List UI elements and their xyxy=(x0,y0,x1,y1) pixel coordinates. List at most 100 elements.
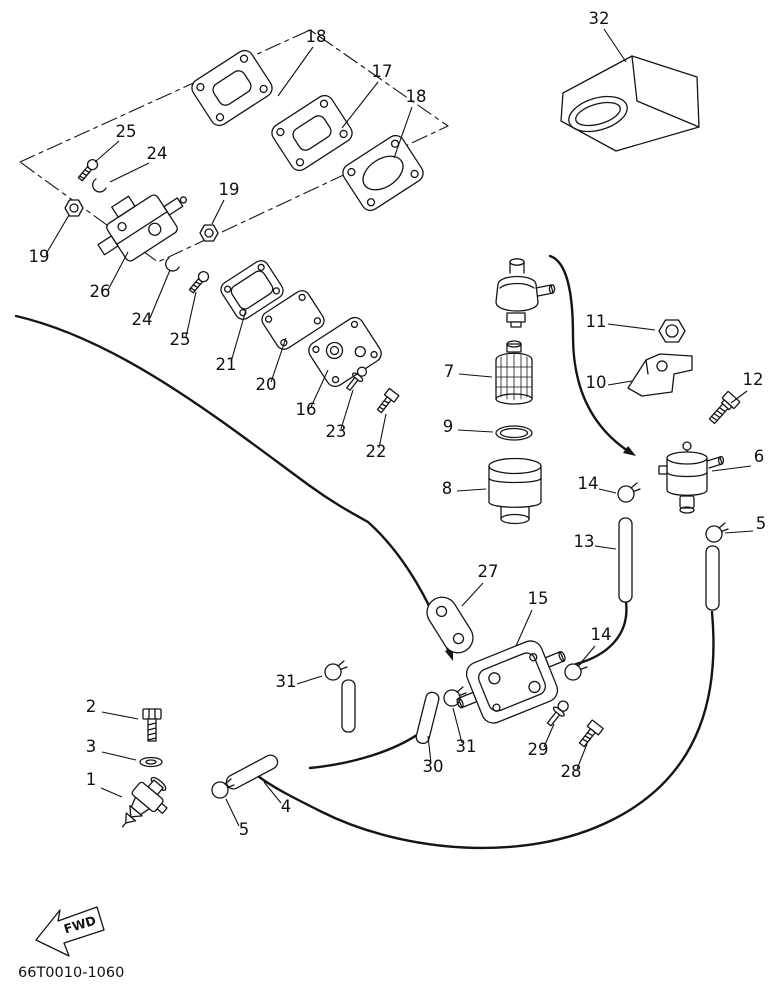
washer-3 xyxy=(139,756,163,768)
leader-line-27 xyxy=(461,582,484,607)
nut-19-right xyxy=(199,224,219,242)
leader-line-25 xyxy=(185,291,197,338)
leader-line-17 xyxy=(341,81,379,129)
leader-line-3 xyxy=(101,751,137,761)
drawing-number: 66T0010-1060 xyxy=(18,965,124,981)
leader-line-18 xyxy=(277,46,314,97)
hose-route-right xyxy=(548,254,630,453)
screw-25-upper xyxy=(77,158,99,182)
screw-23 xyxy=(346,366,368,391)
callout-29: 29 xyxy=(528,740,549,759)
leader-line-22 xyxy=(378,413,387,449)
leader-line-30 xyxy=(427,735,432,764)
leader-line-20 xyxy=(270,337,287,383)
hose-route-left xyxy=(14,314,370,524)
o-ring-9 xyxy=(495,425,533,441)
filter-housing-top xyxy=(495,258,556,328)
leader-line-32 xyxy=(603,28,627,63)
callout-21: 21 xyxy=(216,355,237,374)
leader-line-5 xyxy=(225,798,240,827)
callout-23: 23 xyxy=(326,422,347,441)
leader-line-24 xyxy=(109,162,150,183)
hose-route-bottom xyxy=(256,610,715,850)
callout-27: 27 xyxy=(478,562,499,581)
filter-assembly-6 xyxy=(658,441,725,514)
carburetor-body-26 xyxy=(97,194,188,262)
leader-line-16 xyxy=(310,369,329,408)
leader-line-18 xyxy=(393,106,413,159)
callout-31: 31 xyxy=(276,672,297,691)
bracket-10 xyxy=(627,353,693,397)
bolt-12 xyxy=(708,391,741,425)
callout-10: 10 xyxy=(586,373,607,392)
leader-line-12 xyxy=(730,390,748,404)
callout-25: 25 xyxy=(170,330,191,349)
callout-22: 22 xyxy=(366,442,387,461)
callout-24: 24 xyxy=(132,310,153,329)
callout-20: 20 xyxy=(256,375,277,394)
leader-line-29 xyxy=(543,723,555,748)
leader-line-1 xyxy=(100,787,123,798)
callout-8: 8 xyxy=(442,479,453,498)
leader-line-6 xyxy=(711,465,752,472)
gasket-20 xyxy=(261,290,325,350)
leader-line-7 xyxy=(458,373,493,378)
callout-13: 13 xyxy=(574,532,595,551)
leader-line-14 xyxy=(578,645,596,666)
callout-12: 12 xyxy=(743,370,764,389)
leader-line-4 xyxy=(263,781,282,804)
gasket-18-lower xyxy=(342,134,424,212)
leader-line-9 xyxy=(457,429,494,433)
callout-18: 18 xyxy=(306,27,327,46)
gasket-27 xyxy=(426,596,474,654)
screw-25-lower xyxy=(188,270,210,294)
leader-line-31 xyxy=(452,707,463,744)
fuel-pump-15 xyxy=(456,640,566,724)
callout-31: 31 xyxy=(456,737,477,756)
callout-30: 30 xyxy=(423,757,444,776)
leader-line-26 xyxy=(107,251,129,291)
callout-17: 17 xyxy=(372,62,393,81)
hose-30 xyxy=(415,691,440,745)
gasket-17 xyxy=(271,94,353,172)
leader-line-24 xyxy=(149,269,171,319)
hose-clamp-31-left xyxy=(324,660,348,681)
callout-1: 1 xyxy=(86,770,97,789)
callout-19: 19 xyxy=(29,247,50,266)
callout-3: 3 xyxy=(86,737,97,756)
callout-7: 7 xyxy=(444,362,455,381)
leader-line-28 xyxy=(576,743,588,770)
hose-31 xyxy=(341,679,356,733)
leader-line-5 xyxy=(724,530,754,534)
callout-25: 25 xyxy=(116,122,137,141)
leader-line-31 xyxy=(296,675,323,685)
leader-line-21 xyxy=(230,309,247,363)
bolt-2 xyxy=(142,708,162,742)
callout-14: 14 xyxy=(578,474,599,493)
screw-29 xyxy=(546,700,569,727)
leader-line-8 xyxy=(456,488,487,492)
leader-line-15 xyxy=(515,609,533,647)
leader-line-19 xyxy=(45,214,70,255)
leader-line-11 xyxy=(607,323,656,331)
callout-15: 15 xyxy=(528,589,549,608)
callout-11: 11 xyxy=(586,312,607,331)
bolt-22 xyxy=(376,387,400,414)
fuel-joint-1 xyxy=(121,776,168,828)
hose-4 xyxy=(225,754,279,790)
callout-32: 32 xyxy=(589,9,610,28)
bolt-28 xyxy=(578,719,604,748)
callout-19: 19 xyxy=(219,180,240,199)
callout-26: 26 xyxy=(90,282,111,301)
fwd-arrow xyxy=(35,906,105,957)
callout-16: 16 xyxy=(296,400,317,419)
hose-clamp-5-right xyxy=(705,522,729,543)
callout-6: 6 xyxy=(754,447,765,466)
callout-18: 18 xyxy=(406,87,427,106)
callout-5: 5 xyxy=(756,514,767,533)
arrowhead-filter-inlet xyxy=(623,446,636,456)
hose-13 xyxy=(618,517,633,603)
